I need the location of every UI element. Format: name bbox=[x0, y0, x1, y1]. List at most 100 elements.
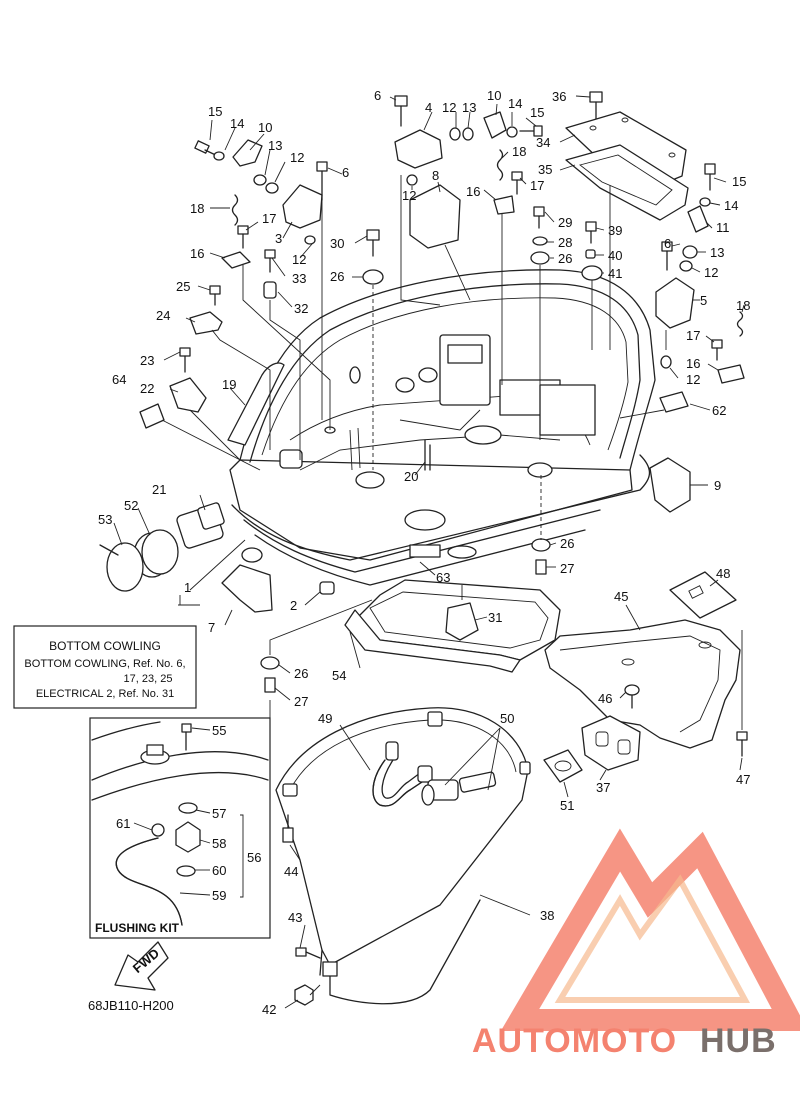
nut-42 bbox=[294, 984, 314, 1006]
callout-13: 13 bbox=[710, 245, 724, 260]
callout-10: 10 bbox=[487, 88, 501, 103]
seal-19 bbox=[227, 362, 285, 446]
callout-25: 25 bbox=[176, 279, 190, 294]
bolt-17-left bbox=[237, 225, 249, 249]
callout-36: 36 bbox=[552, 89, 566, 104]
callout-31: 31 bbox=[488, 610, 502, 625]
callout-35: 35 bbox=[538, 162, 552, 177]
bolt-6-left bbox=[316, 161, 328, 420]
clip-16-right bbox=[717, 364, 745, 384]
callout-30: 30 bbox=[330, 236, 344, 251]
callout-18: 18 bbox=[190, 201, 204, 216]
bolt-43 bbox=[295, 947, 321, 959]
collar-27-lower bbox=[264, 677, 276, 693]
callout-12: 12 bbox=[290, 150, 304, 165]
callout-16: 16 bbox=[190, 246, 204, 261]
grommet-41 bbox=[581, 265, 603, 281]
callout-39: 39 bbox=[608, 223, 622, 238]
clip-16-left bbox=[221, 251, 251, 269]
washer-28 bbox=[532, 236, 548, 246]
callout-26: 26 bbox=[560, 536, 574, 551]
bolt-6-top bbox=[394, 95, 441, 306]
bracket-22 bbox=[169, 377, 207, 413]
callout-14: 14 bbox=[508, 96, 522, 111]
callout-54: 54 bbox=[332, 668, 346, 683]
callout-38: 38 bbox=[540, 908, 554, 923]
bolt-17-right bbox=[711, 339, 723, 361]
callout-13: 13 bbox=[268, 138, 282, 153]
bottom-cowling-body bbox=[229, 269, 656, 586]
grommet-26-right bbox=[531, 538, 551, 552]
grommet-46 bbox=[624, 684, 640, 709]
info-box-line2: 17, 23, 25 bbox=[124, 673, 173, 685]
info-box-line3: ELECTRICAL 2, Ref. No. 31 bbox=[36, 688, 174, 700]
bolt-6-right bbox=[661, 241, 673, 271]
connector-21 bbox=[176, 502, 225, 549]
callout-7: 7 bbox=[208, 620, 215, 635]
adapter-58 bbox=[175, 821, 201, 853]
guide-8 bbox=[409, 184, 461, 249]
callout-17: 17 bbox=[262, 211, 276, 226]
valve-50 bbox=[421, 771, 497, 806]
callout-43: 43 bbox=[288, 910, 302, 925]
grommet-26-left bbox=[362, 269, 384, 285]
callout-52: 52 bbox=[124, 498, 138, 513]
callout-58: 58 bbox=[212, 836, 226, 851]
bolt-15-top bbox=[519, 125, 543, 137]
grommet-2 bbox=[319, 581, 335, 595]
callout-26: 26 bbox=[294, 666, 308, 681]
callout-50: 50 bbox=[500, 711, 514, 726]
callout-15: 15 bbox=[530, 105, 544, 120]
callout-56: 56 bbox=[247, 850, 261, 865]
washer-14-left bbox=[213, 151, 225, 161]
damper-37 bbox=[581, 715, 641, 771]
callout-41: 41 bbox=[608, 266, 622, 281]
callout-64: 64 bbox=[112, 372, 126, 387]
callout-12: 12 bbox=[704, 265, 718, 280]
clip-16-top bbox=[493, 195, 515, 215]
callout-60: 60 bbox=[212, 863, 226, 878]
callout-34: 34 bbox=[536, 135, 550, 150]
watermark-text-hub: HUB bbox=[700, 1022, 777, 1060]
callout-59: 59 bbox=[212, 888, 226, 903]
callout-53: 53 bbox=[98, 512, 112, 527]
bolt-23 bbox=[179, 347, 191, 373]
callout-13: 13 bbox=[462, 100, 476, 115]
callout-57: 57 bbox=[212, 806, 226, 821]
callout-40: 40 bbox=[608, 248, 622, 263]
bracket-10-top bbox=[483, 111, 507, 139]
callout-24: 24 bbox=[156, 308, 170, 323]
callout-15: 15 bbox=[732, 174, 746, 189]
callout-27: 27 bbox=[560, 561, 574, 576]
callout-12: 12 bbox=[686, 372, 700, 387]
callout-48: 48 bbox=[716, 566, 730, 581]
seal-54 bbox=[344, 609, 521, 673]
callout-14: 14 bbox=[724, 198, 738, 213]
collar-40 bbox=[585, 249, 596, 259]
callout-26: 26 bbox=[330, 269, 344, 284]
callout-23: 23 bbox=[140, 353, 154, 368]
callout-16: 16 bbox=[686, 356, 700, 371]
callout-45: 45 bbox=[614, 589, 628, 604]
callout-6: 6 bbox=[342, 165, 349, 180]
callout-14: 14 bbox=[230, 116, 244, 131]
callout-18: 18 bbox=[736, 298, 750, 313]
bracket-7 bbox=[221, 564, 273, 613]
callout-55: 55 bbox=[212, 723, 226, 738]
bolt-29 bbox=[533, 206, 545, 229]
callout-29: 29 bbox=[558, 215, 572, 230]
info-box-title: BOTTOM COWLING bbox=[49, 639, 161, 653]
bolt-33 bbox=[264, 249, 276, 273]
bracket-10-left bbox=[232, 139, 263, 167]
bolt-44 bbox=[282, 814, 294, 843]
sleeve-52 bbox=[133, 529, 179, 578]
callout-20: 20 bbox=[404, 469, 418, 484]
lower-cowling-38 bbox=[275, 707, 531, 1005]
callout-22: 22 bbox=[140, 381, 154, 396]
callout-3: 3 bbox=[275, 231, 282, 246]
callout-62: 62 bbox=[712, 403, 726, 418]
callout-37: 37 bbox=[596, 780, 610, 795]
watermark-text-automoto: AUTOMOTO bbox=[472, 1022, 677, 1060]
fwd-arrow bbox=[114, 941, 169, 991]
